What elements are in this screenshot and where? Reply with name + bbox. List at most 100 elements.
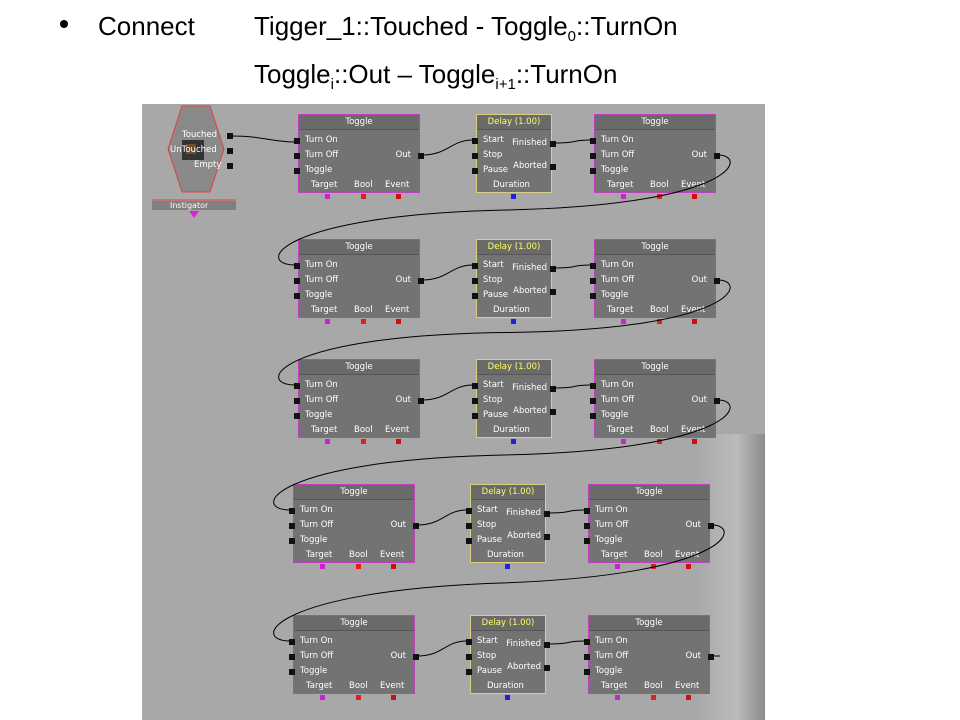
toggle-input-pin[interactable] [294, 398, 300, 404]
delay-aborted-pin[interactable] [544, 534, 550, 540]
bool-var-pin[interactable] [361, 319, 366, 324]
toggle-input-pin[interactable] [289, 669, 295, 675]
toggle-input-pin[interactable] [294, 383, 300, 389]
toggle-input-pin[interactable] [590, 398, 596, 404]
event-var-pin[interactable] [692, 319, 697, 324]
toggle-input-pin[interactable] [289, 654, 295, 660]
toggle-input-pin[interactable] [584, 639, 590, 645]
toggle-input-pin[interactable] [289, 508, 295, 514]
delay-input-pin[interactable] [466, 654, 472, 660]
bool-var-pin[interactable] [361, 439, 366, 444]
target-var-pin[interactable] [615, 564, 620, 569]
delay-aborted-pin[interactable] [550, 164, 556, 170]
toggle-output-pin[interactable] [708, 523, 714, 529]
toggle-input-pin[interactable] [289, 639, 295, 645]
toggle-output-pin[interactable] [418, 278, 424, 284]
toggle-input-pin[interactable] [289, 538, 295, 544]
target-var-pin[interactable] [325, 319, 330, 324]
toggle-output-pin[interactable] [413, 523, 419, 529]
delay-input-pin[interactable] [466, 669, 472, 675]
toggle-input-pin[interactable] [294, 263, 300, 269]
target-var-pin[interactable] [621, 319, 626, 324]
delay-aborted-pin[interactable] [550, 409, 556, 415]
toggle-input-pin[interactable] [590, 293, 596, 299]
toggle-input-pin[interactable] [294, 413, 300, 419]
target-var-pin[interactable] [621, 439, 626, 444]
toggle-input-pin[interactable] [584, 654, 590, 660]
toggle-input-pin[interactable] [584, 669, 590, 675]
toggle-output-pin[interactable] [714, 398, 720, 404]
duration-var-pin[interactable] [511, 319, 516, 324]
delay-finished-pin[interactable] [544, 511, 550, 517]
toggle-input-pin[interactable] [289, 523, 295, 529]
bool-var-pin[interactable] [356, 695, 361, 700]
toggle-output-pin[interactable] [714, 153, 720, 159]
instigator-untouched-pin[interactable] [227, 148, 233, 154]
target-var-pin[interactable] [320, 695, 325, 700]
bool-var-pin[interactable] [657, 439, 662, 444]
instigator-touched-pin[interactable] [227, 133, 233, 139]
delay-finished-pin[interactable] [550, 141, 556, 147]
toggle-input-pin[interactable] [590, 153, 596, 159]
duration-var-pin[interactable] [511, 194, 516, 199]
bool-var-pin[interactable] [356, 564, 361, 569]
bool-var-pin[interactable] [361, 194, 366, 199]
toggle-input-pin[interactable] [294, 293, 300, 299]
instigator-node[interactable]: Touched UnTouched Empty Instigator [152, 104, 236, 219]
toggle-input-pin[interactable] [294, 278, 300, 284]
toggle-input-pin[interactable] [590, 383, 596, 389]
event-var-pin[interactable] [686, 695, 691, 700]
instigator-empty-pin[interactable] [227, 163, 233, 169]
delay-input-pin[interactable] [472, 293, 478, 299]
duration-var-pin[interactable] [505, 695, 510, 700]
event-var-pin[interactable] [692, 439, 697, 444]
delay-input-pin[interactable] [466, 639, 472, 645]
toggle-input-pin[interactable] [590, 278, 596, 284]
target-var-pin[interactable] [615, 695, 620, 700]
toggle-input-pin[interactable] [590, 263, 596, 269]
event-var-pin[interactable] [396, 194, 401, 199]
duration-var-pin[interactable] [505, 564, 510, 569]
event-var-pin[interactable] [686, 564, 691, 569]
delay-finished-pin[interactable] [544, 642, 550, 648]
toggle-input-pin[interactable] [590, 413, 596, 419]
event-var-pin[interactable] [391, 695, 396, 700]
delay-input-pin[interactable] [472, 168, 478, 174]
target-var-pin[interactable] [621, 194, 626, 199]
toggle-input-pin[interactable] [584, 523, 590, 529]
bool-var-pin[interactable] [651, 695, 656, 700]
delay-input-pin[interactable] [466, 523, 472, 529]
target-var-pin[interactable] [325, 194, 330, 199]
toggle-input-pin[interactable] [294, 168, 300, 174]
delay-input-pin[interactable] [472, 413, 478, 419]
delay-input-pin[interactable] [472, 383, 478, 389]
duration-var-pin[interactable] [511, 439, 516, 444]
toggle-output-pin[interactable] [418, 398, 424, 404]
graph-canvas[interactable]: Touched UnTouched Empty Instigator Toggl… [142, 104, 765, 720]
toggle-input-pin[interactable] [584, 538, 590, 544]
target-var-pin[interactable] [320, 564, 325, 569]
toggle-output-pin[interactable] [708, 654, 714, 660]
delay-input-pin[interactable] [466, 538, 472, 544]
bool-var-pin[interactable] [651, 564, 656, 569]
toggle-output-pin[interactable] [714, 278, 720, 284]
target-var-pin[interactable] [325, 439, 330, 444]
toggle-output-pin[interactable] [413, 654, 419, 660]
delay-input-pin[interactable] [472, 153, 478, 159]
delay-finished-pin[interactable] [550, 386, 556, 392]
event-var-pin[interactable] [391, 564, 396, 569]
toggle-input-pin[interactable] [294, 138, 300, 144]
